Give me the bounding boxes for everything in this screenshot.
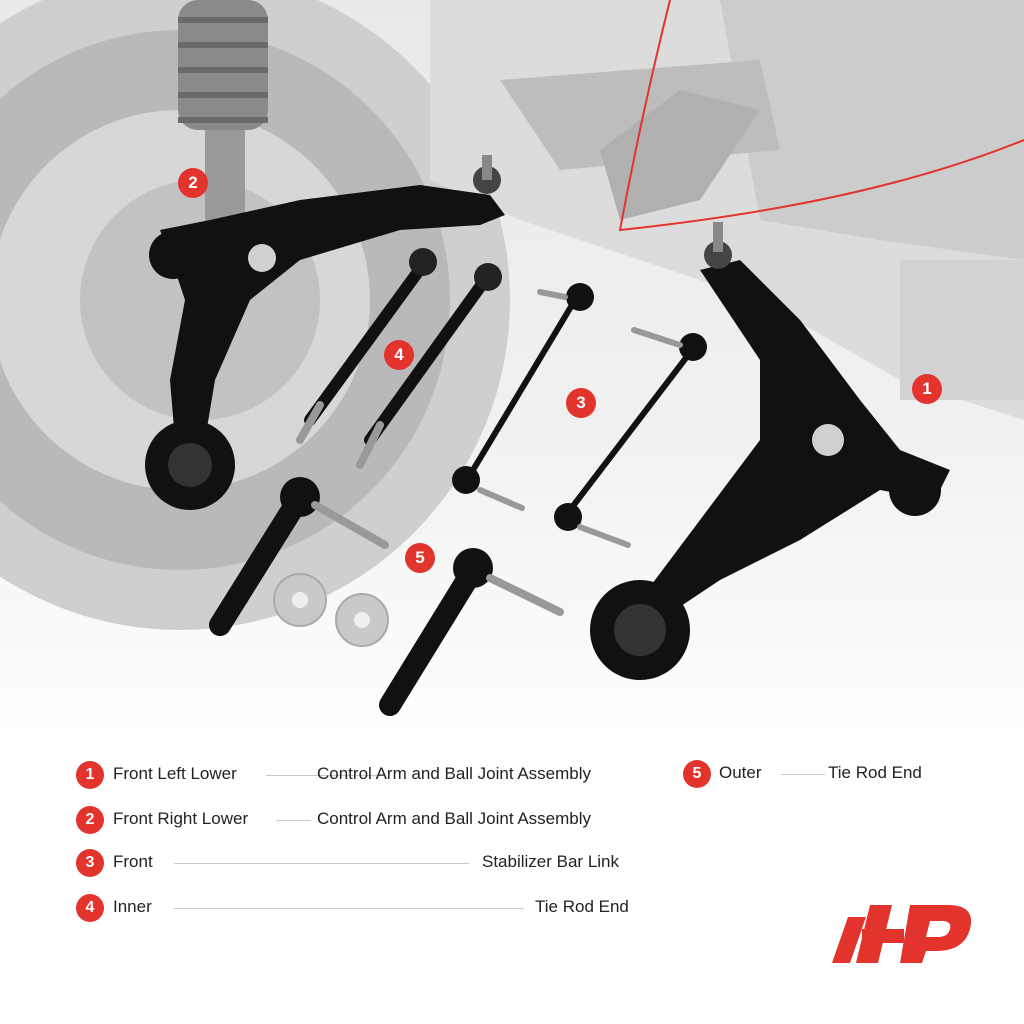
legend-position: Inner bbox=[113, 897, 152, 916]
stabilizer-links bbox=[452, 283, 707, 548]
legend-number: 5 bbox=[683, 760, 711, 788]
outer-tie-rod-ends bbox=[209, 477, 564, 716]
legend-item-5: 5 Outer Tie Rod End bbox=[683, 760, 973, 790]
callout-3: 3 bbox=[566, 388, 596, 418]
legend-number: 4 bbox=[76, 894, 104, 922]
callout-1: 1 bbox=[912, 374, 942, 404]
legend-part: Tie Rod End bbox=[535, 897, 629, 916]
legend-item-3: 3 Front Stabilizer Bar Link bbox=[76, 849, 646, 879]
legend-number: 2 bbox=[76, 806, 104, 834]
callout-4: 4 bbox=[384, 340, 414, 370]
divider bbox=[266, 775, 381, 776]
divider bbox=[276, 820, 311, 821]
callout-2: 2 bbox=[178, 168, 208, 198]
legend-number: 3 bbox=[76, 849, 104, 877]
inner-tie-rods bbox=[296, 248, 502, 469]
control-arm-left bbox=[590, 222, 950, 680]
background-vehicle-illustration bbox=[0, 0, 1024, 716]
legend-number: 1 bbox=[76, 761, 104, 789]
a-premium-logo-icon bbox=[832, 905, 972, 963]
divider bbox=[781, 774, 825, 775]
legend-position: Front Left Lower bbox=[113, 764, 237, 783]
legend-item-2: 2 Front Right Lower Control Arm and Ball… bbox=[76, 806, 646, 836]
legend-item-4: 4 Inner Tie Rod End bbox=[76, 894, 646, 924]
brand-logo bbox=[830, 895, 980, 970]
control-arm-right bbox=[145, 155, 505, 510]
legend-position: Front bbox=[113, 852, 153, 871]
legend-position: Front Right Lower bbox=[113, 809, 249, 828]
callout-5: 5 bbox=[405, 543, 435, 573]
legend-part: Control Arm and Ball Joint Assembly bbox=[317, 764, 592, 783]
divider bbox=[174, 863, 469, 864]
product-photo: 2 4 3 1 5 bbox=[0, 0, 1024, 740]
legend-item-1: 1 Front Left Lower Control Arm and Ball … bbox=[76, 761, 646, 791]
legend-part: Stabilizer Bar Link bbox=[482, 852, 620, 871]
legend-part: Tie Rod End bbox=[828, 763, 922, 782]
legend-part: Control Arm and Ball Joint Assembly bbox=[317, 809, 592, 828]
divider bbox=[174, 908, 524, 909]
legend-position: Outer bbox=[719, 763, 762, 782]
